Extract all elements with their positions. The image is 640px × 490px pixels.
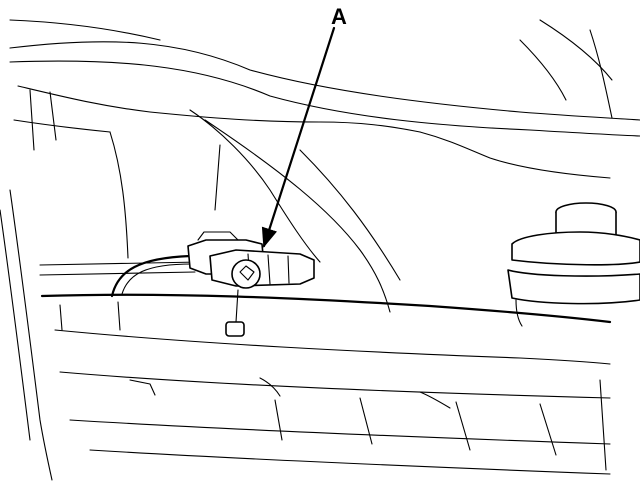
callout-a: A	[261, 4, 347, 248]
callout-arrow	[261, 26, 336, 248]
connector	[187, 231, 315, 337]
diagonal-brace	[204, 119, 401, 313]
left-frame-edge	[0, 189, 201, 481]
lower-body-panels	[69, 379, 611, 475]
upper-body-panels	[9, 19, 640, 263]
frame-rail	[40, 293, 612, 409]
wiring-harness	[110, 254, 193, 298]
callout-letter: A	[331, 4, 347, 29]
right-cylinder-component	[507, 202, 640, 327]
